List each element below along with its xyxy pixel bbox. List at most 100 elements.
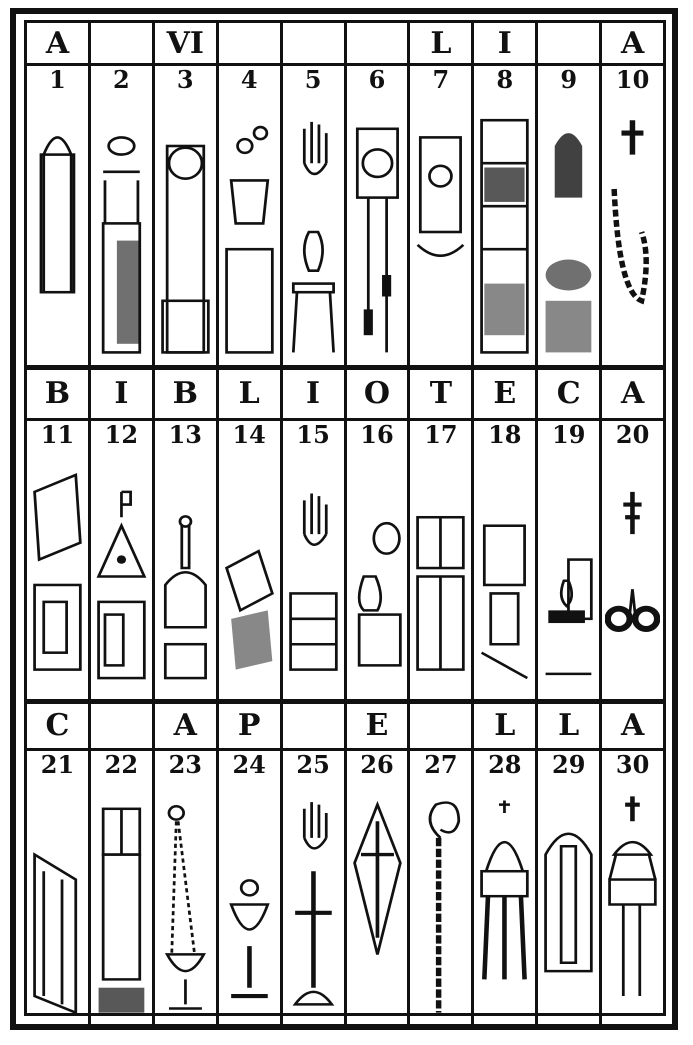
locus-cell: 6 bbox=[347, 63, 411, 365]
locus-number: 26 bbox=[360, 750, 394, 779]
locus-number: 14 bbox=[232, 420, 266, 449]
locus-cell: 8 bbox=[474, 63, 539, 365]
locus-number: 5 bbox=[304, 65, 322, 94]
spectacles-cross-icon bbox=[604, 458, 661, 695]
locus-number: 28 bbox=[488, 750, 522, 779]
banner-book-icon bbox=[94, 788, 149, 1021]
letter-cell: T bbox=[410, 368, 475, 418]
madonna-picture-icon bbox=[413, 103, 468, 361]
vestment-icon bbox=[350, 788, 405, 1021]
letter-cell: I bbox=[283, 368, 347, 418]
locus-cell: 10 bbox=[602, 63, 663, 365]
letter-cell: VI bbox=[155, 23, 219, 63]
locus-cell: 5 bbox=[283, 63, 347, 365]
letter-cell: B bbox=[155, 368, 219, 418]
letter-cell: A bbox=[155, 703, 219, 748]
window-and-basket-icon bbox=[541, 103, 596, 361]
locus-cell: 26 bbox=[347, 748, 411, 1025]
locus-cell: 4 bbox=[219, 63, 283, 365]
locus-number: 11 bbox=[40, 420, 75, 449]
locus-number: 12 bbox=[104, 420, 139, 449]
locus-cell: 18 bbox=[474, 418, 539, 699]
locus-number: 18 bbox=[488, 420, 522, 449]
letter-cell: C bbox=[538, 368, 603, 418]
flower-pot-icon bbox=[222, 103, 277, 361]
locus-cell: 2 bbox=[91, 63, 155, 365]
locus-cell: 23 bbox=[155, 748, 219, 1025]
censer-icon bbox=[158, 788, 213, 1021]
locus-cell: 1 bbox=[27, 63, 91, 365]
locus-number: 8 bbox=[496, 65, 514, 94]
bottle-stand-icon bbox=[158, 458, 213, 695]
locus-number: 20 bbox=[615, 420, 650, 449]
letter-cell: A bbox=[620, 25, 645, 61]
letter-cell: L bbox=[410, 23, 475, 63]
locus-cell: 15 bbox=[283, 418, 347, 699]
birds-on-table-icon bbox=[94, 103, 149, 361]
letter-cell: A bbox=[620, 708, 645, 743]
lectern-house-icon bbox=[94, 458, 149, 695]
locus-cell: 25 bbox=[283, 748, 347, 1025]
locus-number: 23 bbox=[168, 750, 202, 779]
locus-number: 15 bbox=[296, 420, 330, 449]
locus-cell: 28 bbox=[474, 748, 539, 1025]
locus-cell: 22 bbox=[91, 748, 155, 1025]
locus-number: 10 bbox=[615, 65, 650, 94]
letter-cell: E bbox=[347, 703, 411, 748]
vases-icon bbox=[350, 458, 405, 695]
locus-cell: 27 bbox=[410, 748, 475, 1025]
door-icon bbox=[30, 788, 85, 1021]
locus-cell: 30 bbox=[602, 748, 663, 1025]
letter-cell bbox=[91, 23, 155, 63]
locus-cell: 13 bbox=[155, 418, 219, 699]
mitre-stand-icon bbox=[477, 788, 532, 1021]
hand-and-cross-icon bbox=[286, 788, 341, 1021]
locus-number: 27 bbox=[424, 750, 458, 779]
letter-cell: A bbox=[620, 375, 645, 411]
letter-cell bbox=[219, 23, 283, 63]
locus-cell: 3 bbox=[155, 63, 219, 365]
locus-cell: 29 bbox=[538, 748, 603, 1025]
crozier-icon bbox=[413, 788, 468, 1021]
locus-number: 22 bbox=[104, 750, 139, 779]
hand-and-box-icon bbox=[286, 458, 341, 695]
letter-cell: C bbox=[27, 703, 91, 748]
locus-cell: 7 bbox=[410, 63, 475, 365]
chalice-icon bbox=[222, 788, 277, 1021]
letter-cell: I bbox=[91, 368, 155, 418]
letter-cell bbox=[91, 703, 155, 748]
locus-number: 19 bbox=[552, 420, 586, 449]
locus-number: 6 bbox=[368, 65, 386, 94]
cross-stand-icon bbox=[605, 788, 660, 1021]
letter-cell bbox=[538, 23, 603, 63]
open-books-icon bbox=[413, 458, 468, 695]
locus-cell: 12 bbox=[91, 418, 155, 699]
letter-cell: L bbox=[219, 368, 283, 418]
arched-window-icon bbox=[30, 103, 85, 361]
locus-row: 11 12 13 14 15 16 17 18 19 20 bbox=[27, 418, 663, 704]
locus-number: 25 bbox=[296, 750, 330, 779]
cope-icon bbox=[541, 788, 596, 1021]
falling-books-icon bbox=[30, 458, 85, 695]
clock-tower-icon bbox=[158, 103, 213, 361]
locus-number: 17 bbox=[424, 420, 458, 449]
letter-cell bbox=[283, 703, 347, 748]
locus-cell: 16 bbox=[347, 418, 411, 699]
locus-number: 13 bbox=[168, 420, 202, 449]
letter-cell: L bbox=[538, 703, 603, 748]
locus-number: 2 bbox=[113, 65, 130, 94]
rosary-cross-icon bbox=[605, 103, 660, 361]
locus-number: 4 bbox=[240, 65, 258, 94]
locus-cell: 17 bbox=[410, 418, 475, 699]
locus-number: 16 bbox=[360, 420, 394, 449]
bookshelf-icon bbox=[477, 103, 532, 361]
locus-cell: 9 bbox=[538, 63, 603, 365]
book-pile-icon bbox=[222, 458, 277, 695]
locus-cell: 24 bbox=[219, 748, 283, 1025]
